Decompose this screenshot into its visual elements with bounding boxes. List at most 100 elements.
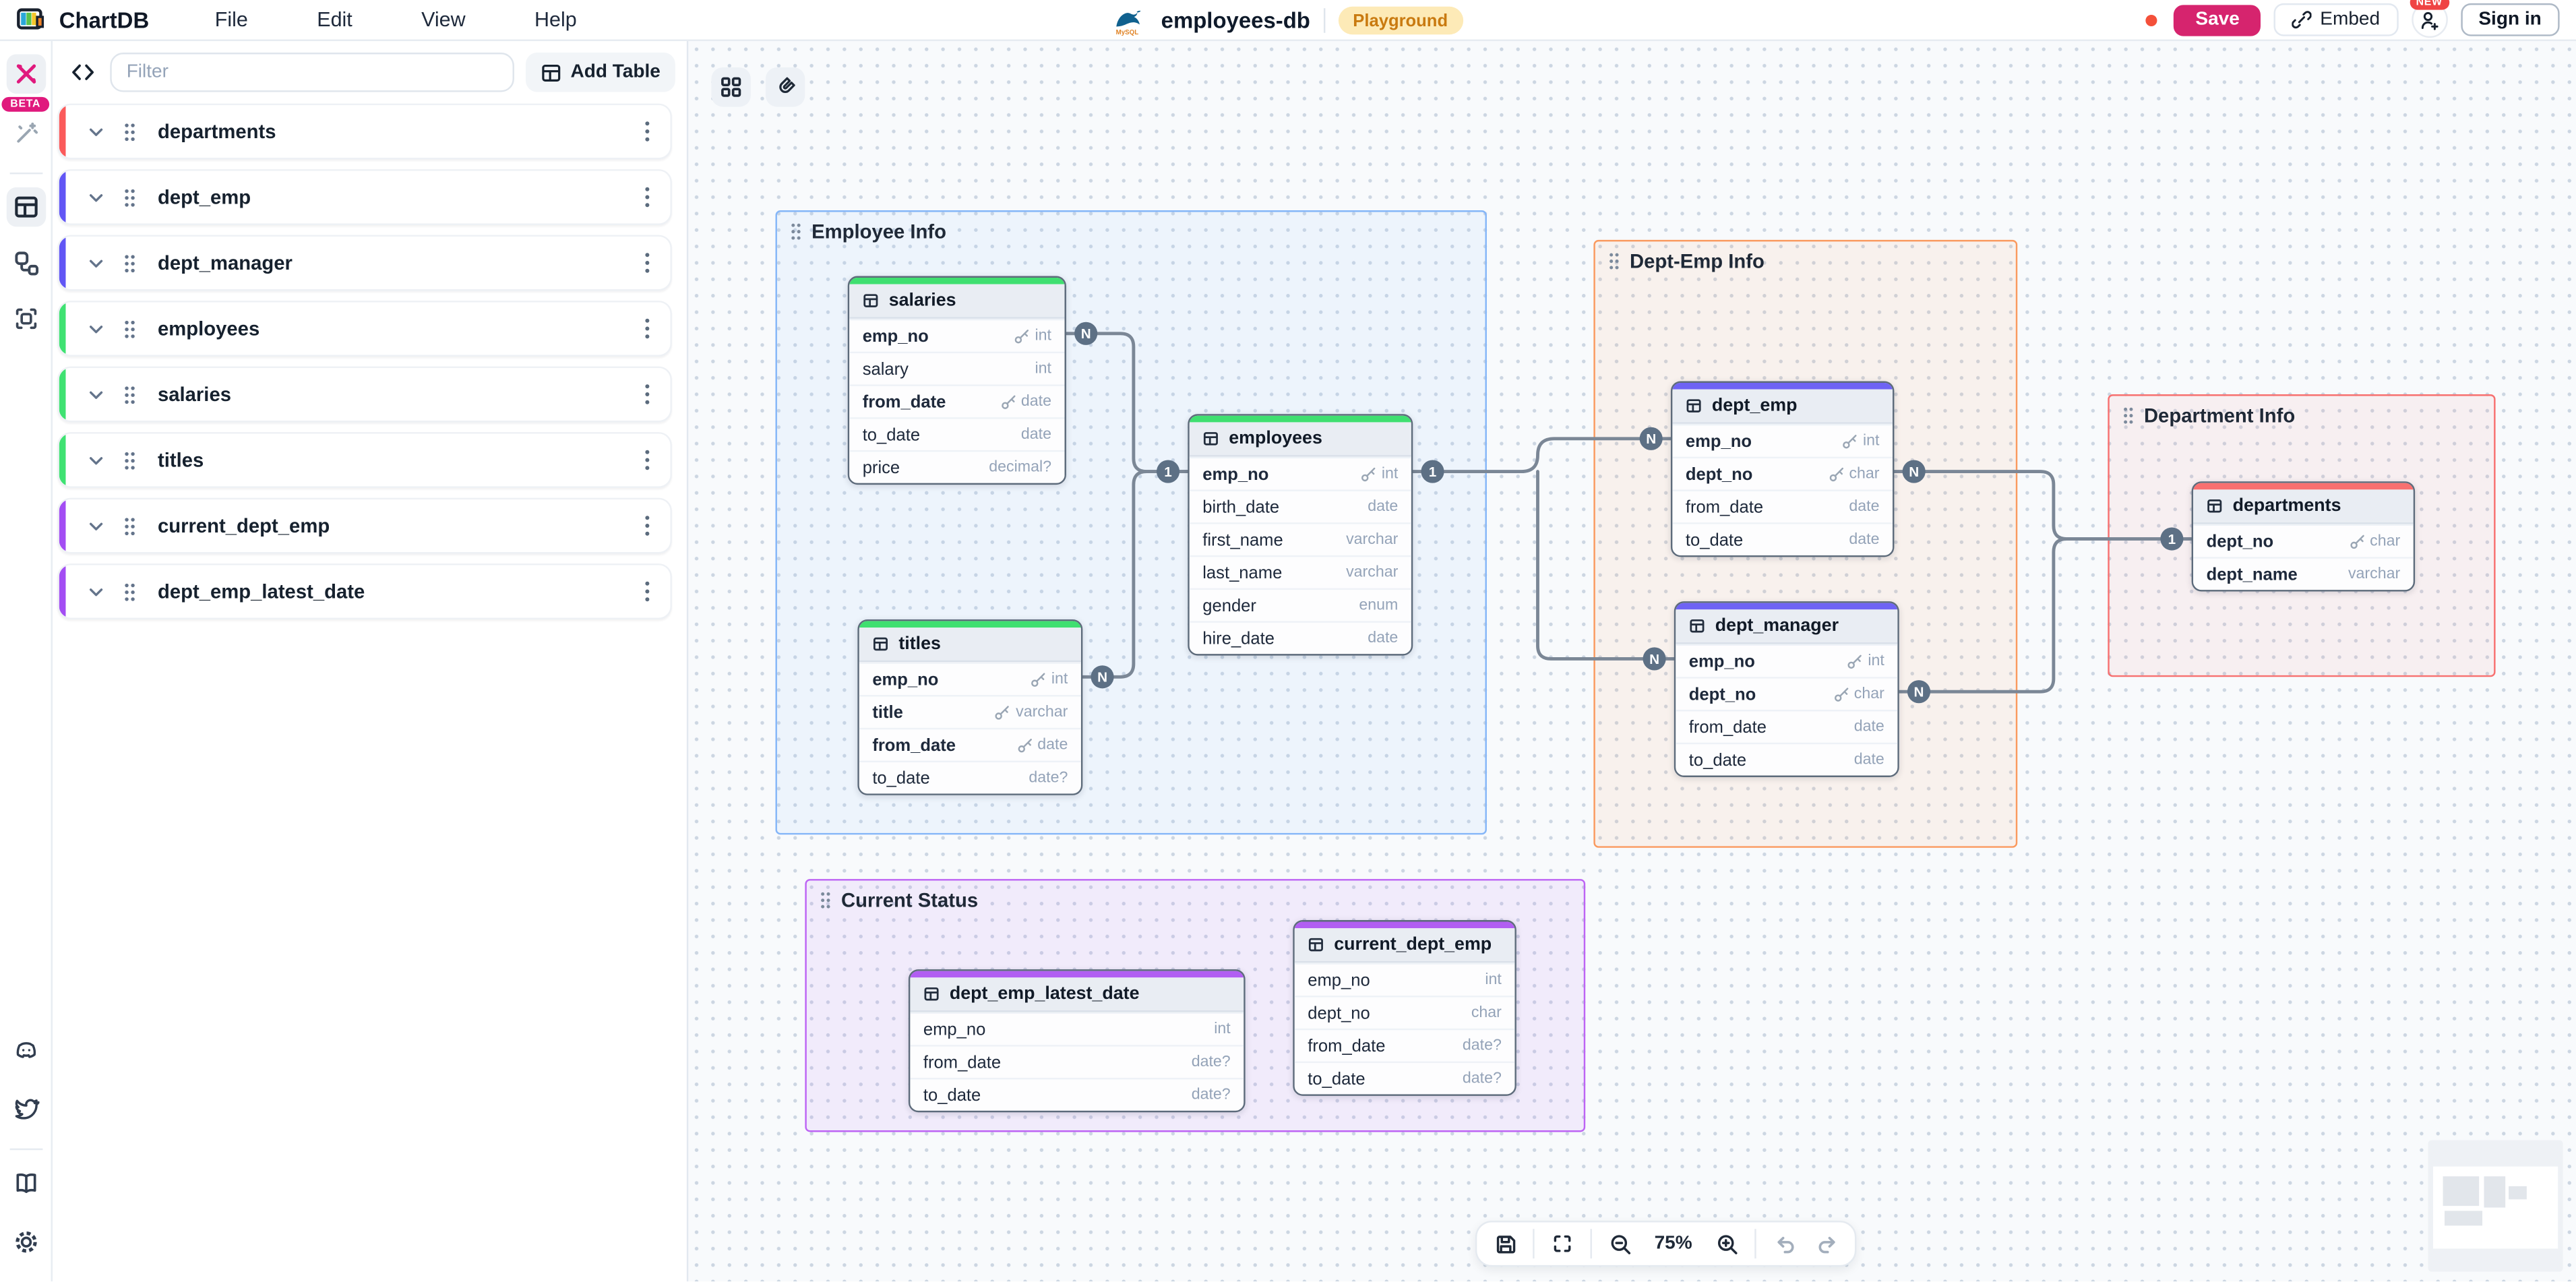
sidebar-table-item[interactable]: departments — [57, 103, 672, 160]
drag-handle-icon[interactable] — [121, 515, 137, 537]
sidebar-table-item[interactable]: titles — [57, 432, 672, 488]
sidebar-table-item[interactable]: dept_emp — [57, 169, 672, 225]
table-header[interactable]: current_dept_emp — [1294, 928, 1515, 963]
chevron-down-icon[interactable] — [86, 318, 107, 340]
area-label[interactable]: Dept-Emp Info — [1595, 241, 2016, 273]
kebab-menu-icon[interactable] — [641, 446, 654, 475]
menu-help[interactable]: Help — [534, 8, 577, 32]
chevron-down-icon[interactable] — [86, 581, 107, 603]
embed-button[interactable]: Embed — [2274, 3, 2398, 36]
sidebar-table-item[interactable]: current_dept_emp — [57, 497, 672, 554]
code-view-button[interactable] — [66, 54, 99, 90]
minimap[interactable] — [2428, 1140, 2563, 1272]
zoom-in-button[interactable] — [1707, 1225, 1747, 1262]
zoom-level[interactable]: 75% — [1654, 1233, 1692, 1254]
area-label[interactable]: Employee Info — [777, 212, 1485, 243]
drag-handle-icon[interactable] — [1607, 251, 1622, 271]
drag-handle-icon[interactable] — [121, 384, 137, 405]
sign-in-button[interactable]: Sign in — [2460, 3, 2560, 36]
relationships-panel-button[interactable] — [6, 243, 46, 283]
menu-edit[interactable]: Edit — [317, 8, 352, 32]
table-header[interactable]: dept_emp — [1672, 389, 1893, 424]
magnet-button[interactable] — [765, 67, 805, 107]
chevron-down-icon[interactable] — [86, 187, 107, 208]
grid-snap-button[interactable] — [711, 67, 751, 107]
chevron-down-icon[interactable] — [86, 450, 107, 471]
ai-wand-button[interactable] — [6, 113, 46, 153]
drag-handle-icon[interactable] — [789, 222, 803, 241]
kebab-menu-icon[interactable] — [641, 379, 654, 409]
sidebar-table-item[interactable]: dept_manager — [57, 235, 672, 291]
save-button[interactable]: Save — [2174, 4, 2261, 36]
docs-button[interactable] — [6, 1163, 46, 1203]
drag-handle-icon[interactable] — [121, 252, 137, 274]
sidebar-table-item[interactable]: salaries — [57, 366, 672, 423]
table-header[interactable]: titles — [859, 628, 1081, 663]
settings-button[interactable] — [6, 1223, 46, 1262]
drag-handle-icon[interactable] — [818, 890, 833, 910]
kebab-menu-icon[interactable] — [641, 183, 654, 212]
drag-handle-icon[interactable] — [121, 121, 137, 142]
drag-handle-icon[interactable] — [2121, 406, 2136, 425]
tables-panel-button[interactable] — [5, 187, 46, 227]
editor-tool-button[interactable] — [5, 54, 46, 94]
chevron-down-icon[interactable] — [86, 252, 107, 274]
sidebar-table-item[interactable]: dept_emp_latest_date — [57, 563, 672, 619]
drag-handle-icon[interactable] — [121, 581, 137, 603]
kebab-menu-icon[interactable] — [641, 577, 654, 607]
menu-file[interactable]: File — [214, 8, 248, 32]
table-header[interactable]: dept_manager — [1676, 609, 1898, 644]
sidebar-table-item[interactable]: employees — [57, 301, 672, 357]
drag-handle-icon[interactable] — [121, 187, 137, 208]
chevron-down-icon[interactable] — [86, 384, 107, 405]
kebab-menu-icon[interactable] — [641, 511, 654, 541]
kebab-menu-icon[interactable] — [641, 248, 654, 278]
table-header[interactable]: departments — [2193, 489, 2414, 524]
table-header[interactable]: dept_emp_latest_date — [910, 977, 1244, 1012]
undo-button[interactable] — [1765, 1225, 1804, 1262]
menu-view[interactable]: View — [421, 8, 466, 32]
chevron-down-icon[interactable] — [86, 515, 107, 537]
filter-input[interactable] — [110, 53, 515, 92]
drag-handle-icon[interactable] — [121, 450, 137, 471]
area-label[interactable]: Department Info — [2110, 396, 2494, 427]
kebab-menu-icon[interactable] — [641, 314, 654, 344]
fit-view-button[interactable] — [1543, 1225, 1583, 1262]
chevron-down-icon[interactable] — [86, 121, 107, 142]
database-name[interactable]: employees-db — [1161, 8, 1310, 33]
